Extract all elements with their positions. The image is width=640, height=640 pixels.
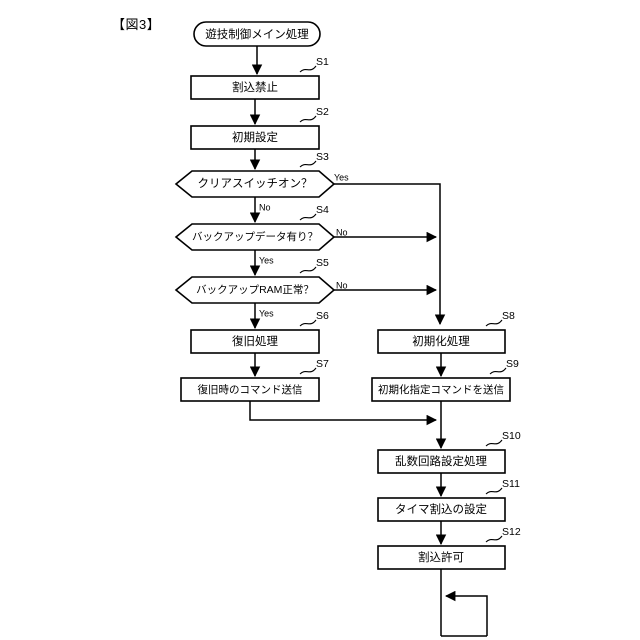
branch-label-s4-yes: Yes [259, 255, 274, 265]
branch-label-s3-no: No [259, 202, 271, 212]
leader-s3 [299, 160, 317, 168]
step-label-s9: S9 [506, 358, 519, 370]
step-label-s8: S8 [502, 310, 515, 322]
node-s8[interactable]: 初期化処理 [377, 329, 506, 354]
leader-s8 [485, 319, 503, 327]
node-s7-label: 復旧時のコマンド送信 [198, 383, 303, 396]
leader-s10 [485, 439, 503, 447]
node-s4[interactable]: バックアップデータ有り？ [174, 223, 336, 251]
node-s7[interactable]: 復旧時のコマンド送信 [180, 377, 320, 402]
node-s8-label: 初期化処理 [412, 334, 470, 348]
node-s11-label: タイマ割込の設定 [395, 502, 487, 516]
edge-loop-back [444, 590, 488, 636]
node-s1-label: 割込禁止 [232, 80, 278, 94]
leader-s2 [299, 115, 317, 123]
node-s9[interactable]: 初期化指定コマンドを送信 [371, 377, 511, 402]
node-s9-label: 初期化指定コマンドを送信 [378, 383, 504, 396]
node-s2-label: 初期設定 [232, 130, 278, 144]
node-s1[interactable]: 割込禁止 [190, 75, 320, 100]
node-s5-label: バックアップRAM正常？ [196, 283, 314, 296]
node-s3[interactable]: クリアスイッチオン？ [174, 170, 336, 198]
step-label-s3: S3 [316, 151, 329, 163]
figure-number-label: 【図3】 [112, 17, 161, 32]
step-label-s2: S2 [316, 106, 329, 118]
node-s3-label: クリアスイッチオン？ [198, 177, 313, 190]
node-s4-label: バックアップデータ有り？ [192, 230, 318, 243]
node-start-label: 遊技制御メイン処理 [205, 27, 309, 41]
node-s6[interactable]: 復旧処理 [190, 329, 320, 354]
leader-s1 [299, 65, 317, 73]
leader-s9 [489, 367, 507, 375]
branch-label-s4-no: No [336, 227, 348, 237]
node-s10[interactable]: 乱数回路設定処理 [377, 449, 506, 474]
step-label-s10: S10 [502, 430, 521, 442]
step-label-s5: S5 [316, 257, 329, 269]
node-s2[interactable]: 初期設定 [190, 125, 320, 150]
node-start[interactable]: 遊技制御メイン処理 [193, 21, 321, 47]
node-s11[interactable]: タイマ割込の設定 [377, 497, 506, 522]
branch-label-s3-yes: Yes [334, 172, 349, 182]
branch-label-s5-yes: Yes [259, 308, 274, 318]
node-s6-label: 復旧処理 [232, 334, 278, 348]
branch-label-s5-no: No [336, 280, 348, 290]
leader-s11 [485, 487, 503, 495]
node-s12-label: 割込許可 [418, 550, 464, 564]
node-s5[interactable]: バックアップRAM正常？ [174, 276, 336, 304]
node-s12[interactable]: 割込許可 [377, 545, 506, 570]
leader-s7 [299, 367, 317, 375]
step-label-s4: S4 [316, 204, 329, 216]
step-label-s7: S7 [316, 358, 329, 370]
step-label-s1: S1 [316, 56, 329, 68]
step-label-s11: S11 [502, 478, 520, 490]
leader-s4 [299, 213, 317, 221]
step-label-s12: S12 [502, 526, 521, 538]
node-s10-label: 乱数回路設定処理 [395, 454, 487, 468]
edge-s7-to-s10-trunk [249, 401, 438, 426]
edge-s3-yes-to-trunk [334, 183, 446, 326]
step-label-s6: S6 [316, 310, 329, 322]
leader-s6 [299, 319, 317, 327]
leader-s5 [299, 266, 317, 274]
leader-s12 [485, 535, 503, 543]
